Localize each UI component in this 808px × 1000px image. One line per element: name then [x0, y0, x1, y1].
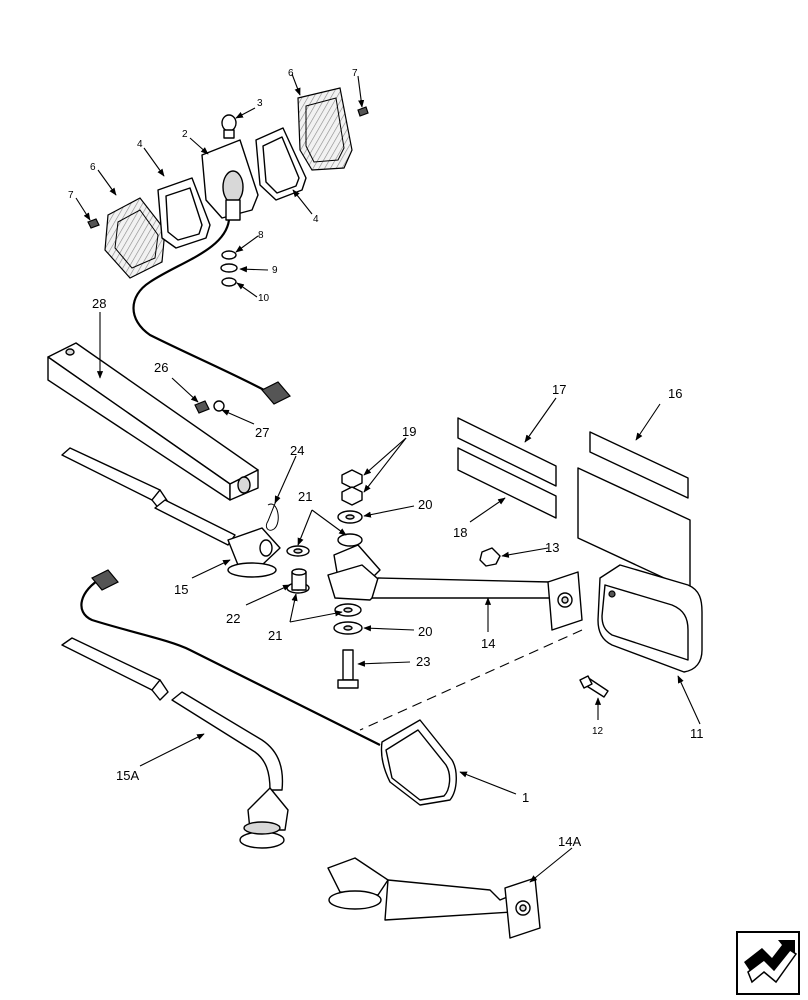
lamp-nut-stack — [220, 250, 238, 287]
callout-1: 1 — [522, 790, 529, 805]
callout-7: 7 — [352, 68, 358, 79]
arm-mounting-plate — [547, 571, 583, 631]
lamp-housing — [201, 139, 259, 221]
callout-20: 20 — [418, 497, 432, 512]
callout-24: 24 — [290, 443, 304, 458]
callout-28: 28 — [92, 296, 106, 311]
callout-7: 7 — [68, 190, 74, 201]
mirror-housing — [597, 564, 703, 673]
callout-3: 3 — [257, 98, 263, 109]
upper-tube — [61, 447, 236, 546]
right-lamp-screw — [357, 106, 369, 117]
callout-8: 8 — [258, 230, 264, 241]
hitch-pin — [265, 500, 279, 531]
callout-11: 11 — [690, 726, 704, 741]
callout-19: 19 — [402, 424, 416, 439]
mirror-decal-2 — [457, 447, 557, 519]
callout-15: 15 — [174, 582, 188, 597]
next-page-arrow-icon[interactable] — [736, 931, 800, 995]
lower-tube — [61, 637, 284, 791]
lamp-bulb — [221, 114, 237, 139]
callout-23: 23 — [416, 654, 430, 669]
mirror-decal-1 — [457, 417, 557, 487]
callout-22: 22 — [226, 611, 240, 626]
lower-arm-bracket — [239, 787, 289, 849]
callout-6: 6 — [90, 162, 96, 173]
callout-13: 13 — [545, 540, 559, 555]
bushing — [291, 568, 307, 591]
housing-clip — [479, 547, 501, 567]
callout-labels: 6 7 3 2 4 4 6 7 8 9 10 28 26 27 24 19 20… — [68, 68, 704, 849]
leader-lines — [75, 73, 701, 883]
setscrew — [194, 400, 210, 414]
mirror-cable — [80, 577, 381, 746]
left-lamp-gasket — [157, 177, 211, 249]
rear-arm — [371, 577, 557, 599]
callout-21: 21 — [268, 628, 282, 643]
callout-14A: 14A — [558, 834, 581, 849]
lamp-wire-connector — [261, 381, 291, 405]
upper-nuts — [341, 469, 363, 506]
callout-20: 20 — [418, 624, 432, 639]
mirror-alignment-line — [359, 629, 583, 731]
spare-arm-plate — [504, 877, 541, 939]
callout-26: 26 — [154, 360, 168, 375]
lower-mirror-head — [380, 719, 457, 806]
callout-4: 4 — [313, 214, 319, 225]
callout-6: 6 — [288, 68, 294, 79]
callout-21: 21 — [298, 489, 312, 504]
lamp-wire — [132, 219, 269, 393]
mounting-bar — [47, 342, 259, 501]
left-lamp-lens — [104, 197, 166, 279]
upper-arm-bracket — [227, 527, 281, 578]
right-lamp-gasket — [255, 127, 307, 201]
callout-16: 16 — [668, 386, 682, 401]
callout-18: 18 — [453, 525, 467, 540]
setscrew-nut — [213, 400, 225, 412]
callout-17: 17 — [552, 382, 566, 397]
mirror-decal-3 — [589, 431, 689, 499]
callout-10: 10 — [258, 293, 270, 304]
right-lamp-lens — [297, 87, 353, 171]
mirror-cable-connector — [91, 569, 119, 591]
callout-9: 9 — [272, 265, 278, 276]
housing-bolt — [579, 675, 609, 698]
callout-15A: 15A — [116, 768, 139, 783]
callout-14: 14 — [481, 636, 495, 651]
callout-27: 27 — [255, 425, 269, 440]
callout-4: 4 — [137, 139, 143, 150]
callout-2: 2 — [182, 129, 188, 140]
spare-arm — [327, 857, 513, 921]
pivot-bolt — [337, 649, 359, 689]
left-lamp-screw — [87, 218, 100, 229]
callout-12: 12 — [592, 726, 604, 737]
